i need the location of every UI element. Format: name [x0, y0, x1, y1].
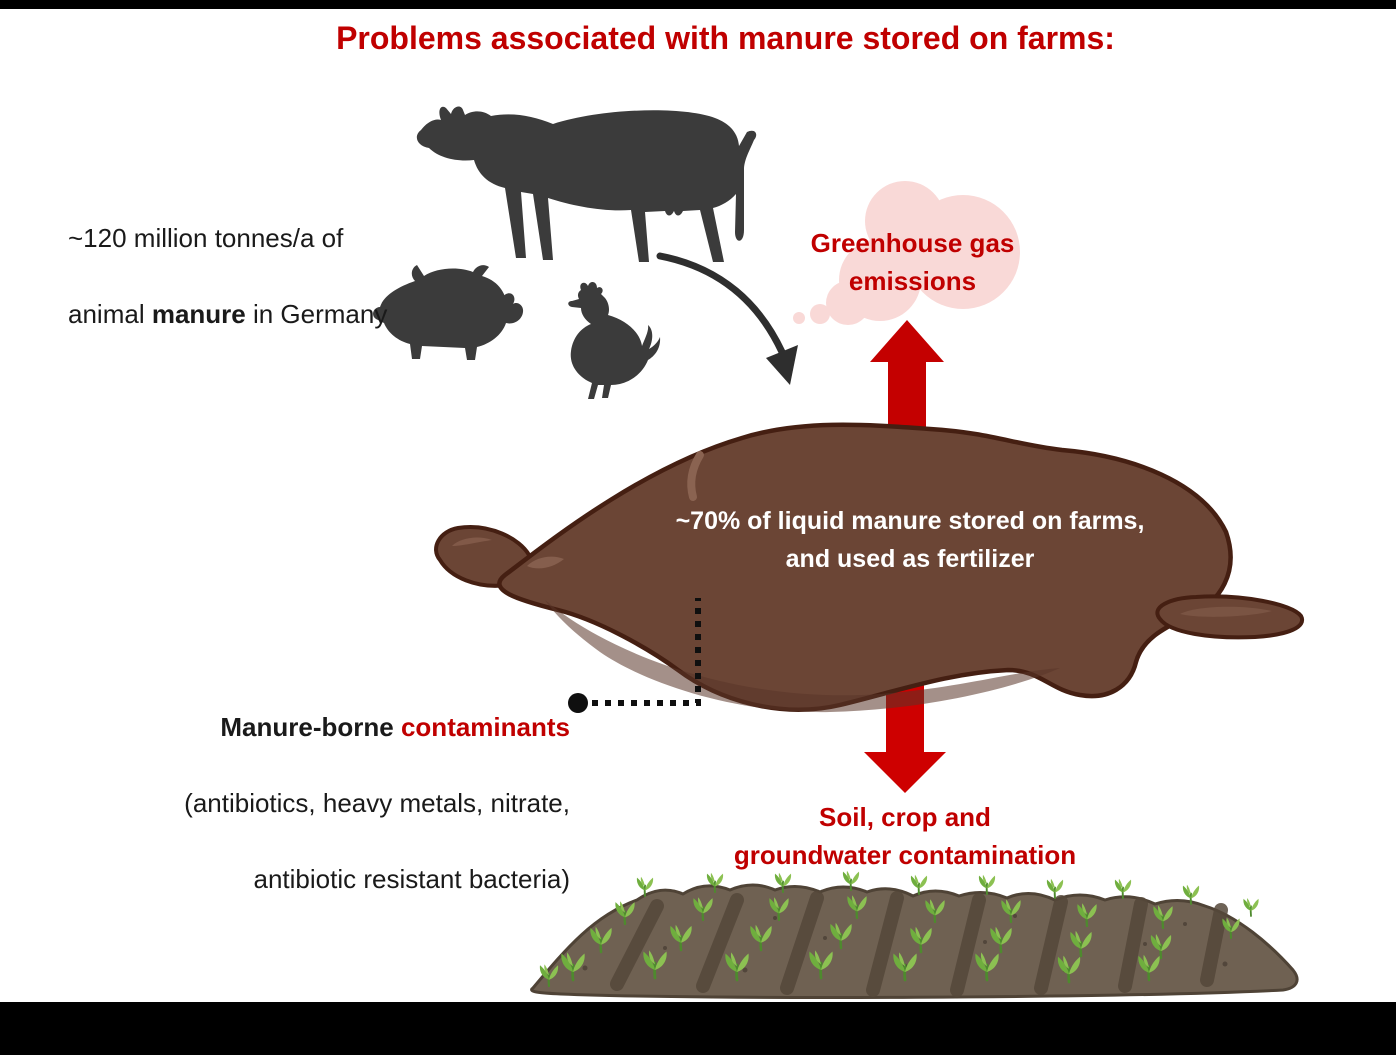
field-illustration	[530, 869, 1299, 999]
contaminants-line3: antibiotic resistant bacteria)	[253, 864, 570, 894]
contaminants-lead-black: Manure-borne	[220, 712, 401, 742]
quantity-line2-pre: animal	[68, 299, 152, 329]
page-title: Problems associated with manure stored o…	[336, 20, 1115, 56]
contaminants-note: Manure-borne contaminants (antibiotics, …	[128, 670, 570, 936]
manure-quantity-note: ~120 million tonnes/a of animal manure i…	[68, 181, 387, 333]
contaminants-lead-red: contaminants	[400, 712, 570, 742]
dotted-elbow-connector	[568, 598, 701, 713]
pig-icon	[373, 265, 524, 360]
curved-arrow-icon	[656, 252, 798, 385]
cow-icon	[416, 106, 757, 262]
soil-contamination-label: Soil, crop and groundwater contamination	[733, 802, 1077, 870]
greenhouse-gas-label: Greenhouse gas emissions	[810, 228, 1015, 296]
connector-dot	[568, 693, 588, 713]
bottom-letterbox-bar	[0, 1002, 1396, 1055]
contaminants-line2: (antibiotics, heavy metals, nitrate,	[184, 788, 570, 818]
quantity-line2-post: in Germany	[245, 299, 388, 329]
manure-puddle-icon	[434, 422, 1305, 713]
top-letterbox-bar	[0, 0, 1396, 9]
quantity-bold-word: manure	[151, 299, 246, 329]
thought-cloud-icon	[793, 181, 1020, 325]
contaminants-heading: Manure-borne contaminants	[128, 708, 570, 746]
quantity-line1: ~120 million tonnes/a of	[68, 223, 344, 253]
manure-storage-label: ~70% of liquid manure stored on farms, a…	[675, 507, 1145, 573]
chicken-icon	[568, 282, 661, 399]
